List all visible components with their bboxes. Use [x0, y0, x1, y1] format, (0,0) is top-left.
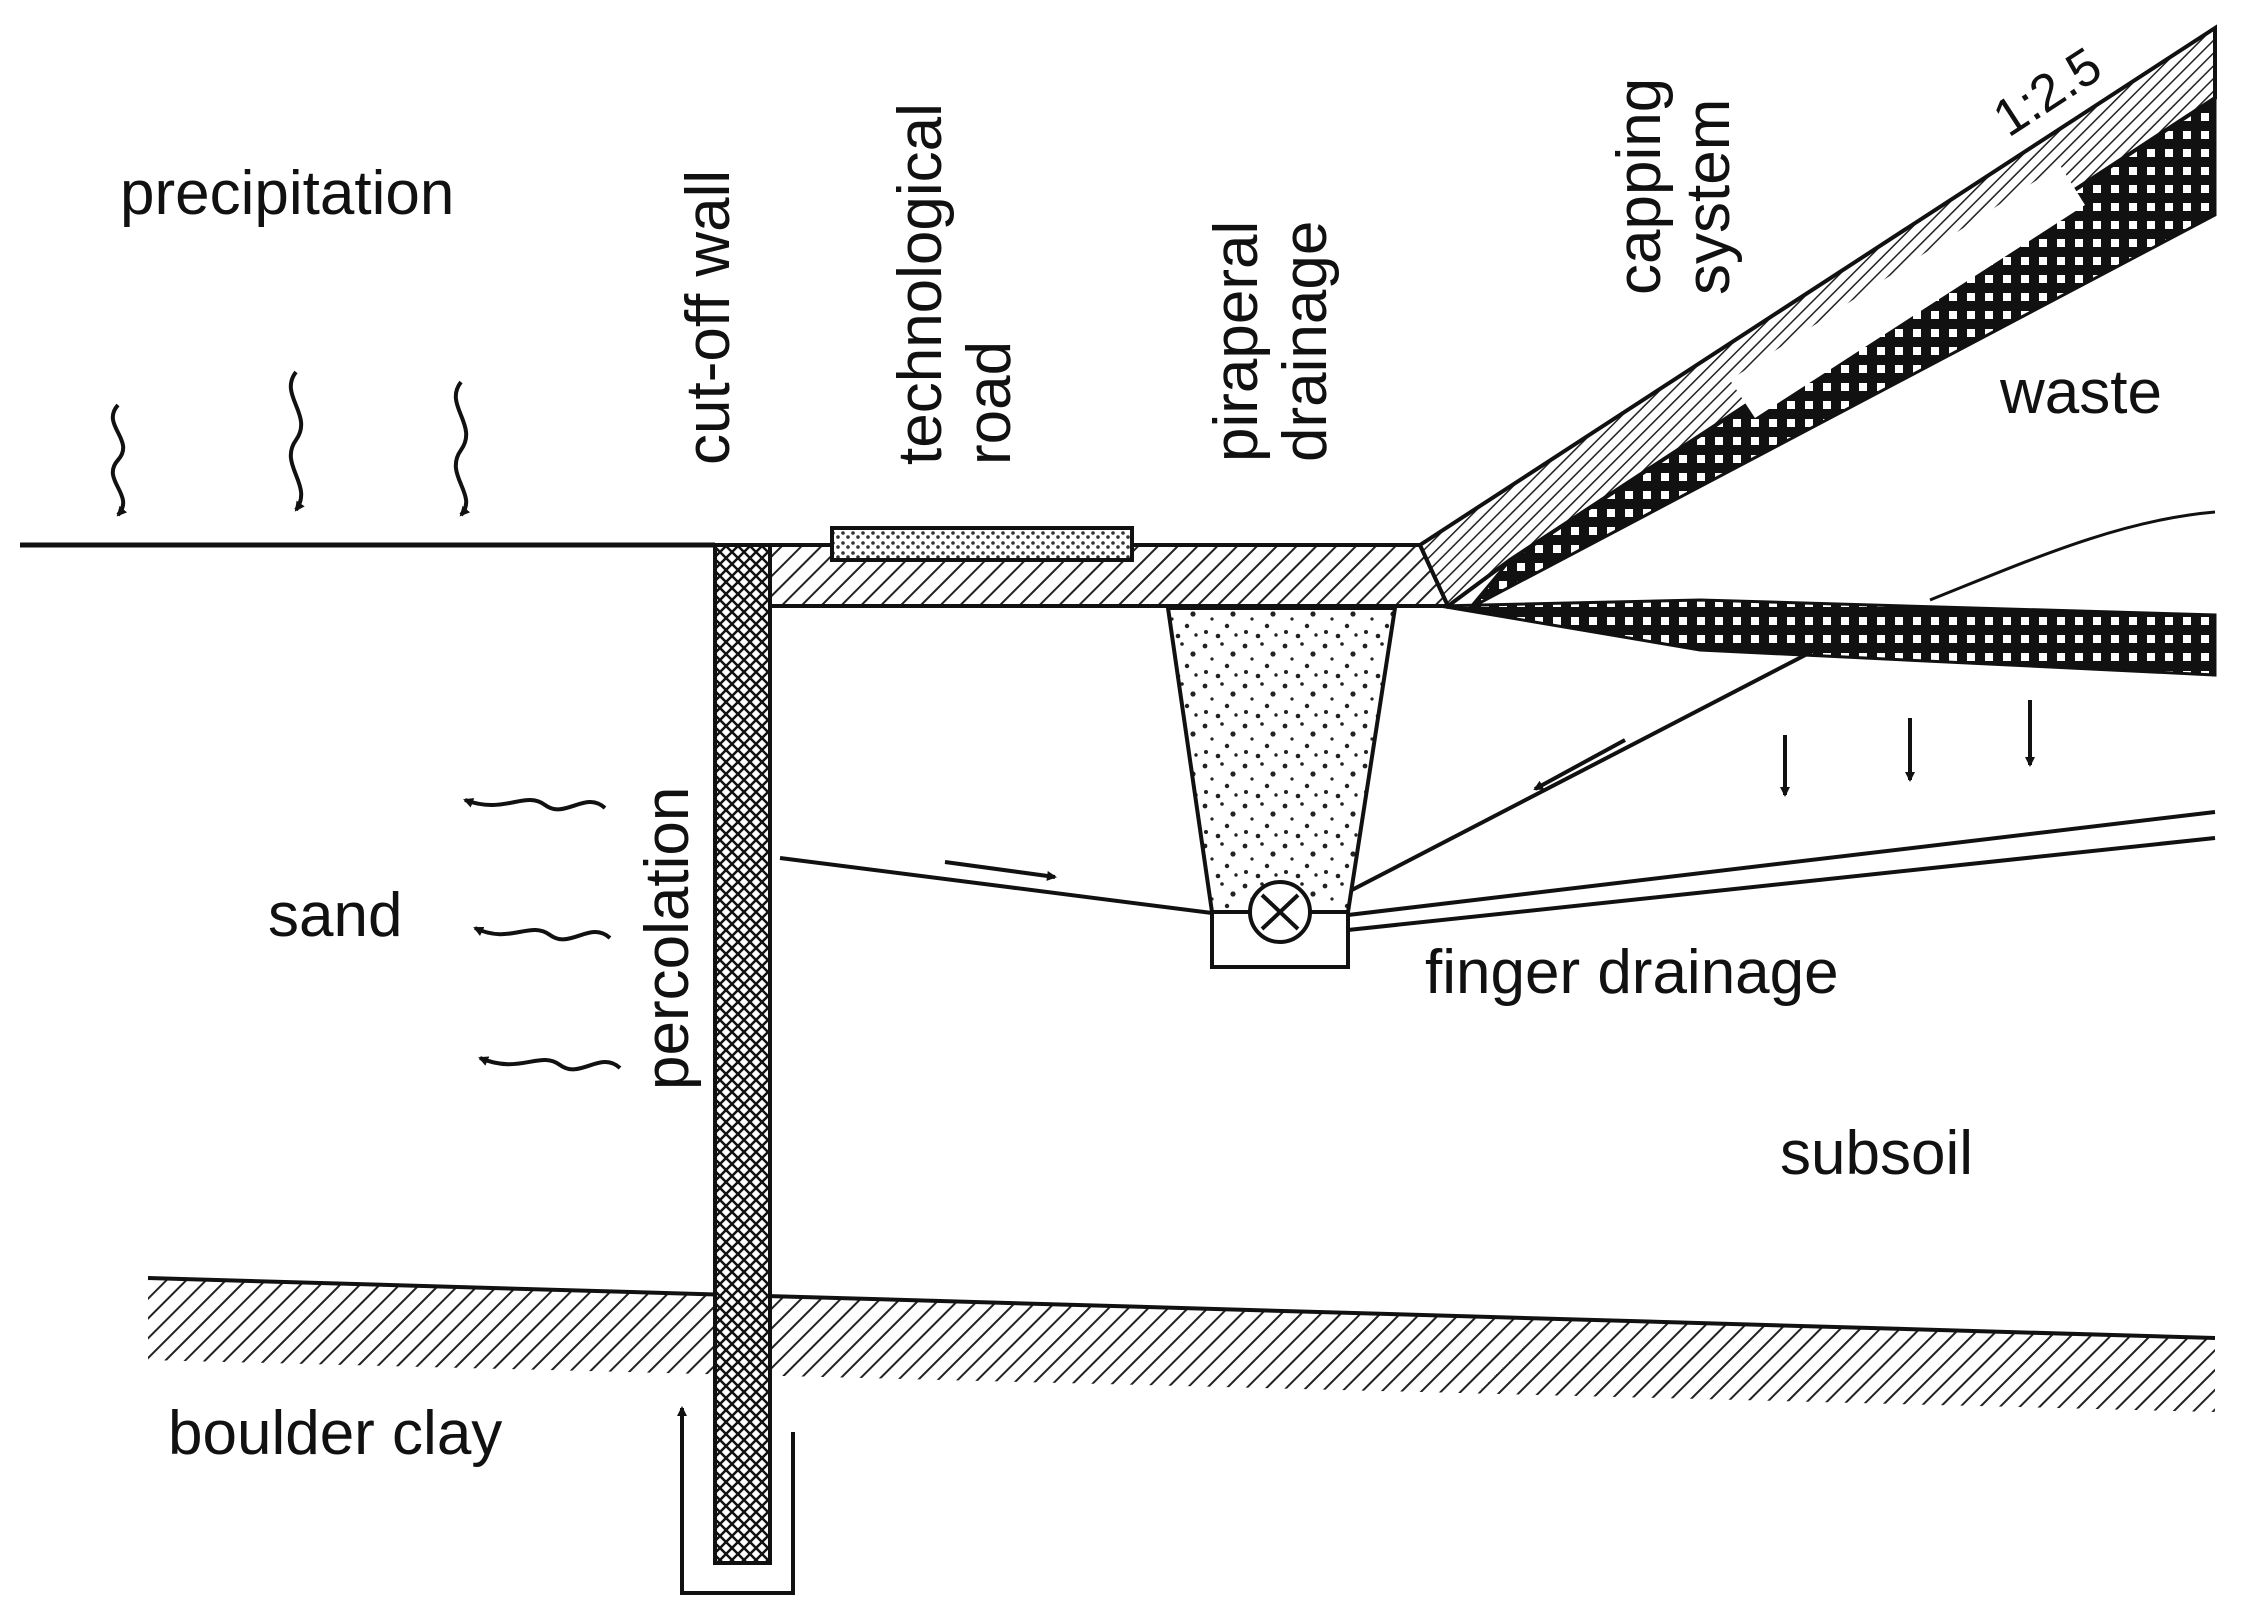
capping-system-layer — [1417, 24, 2217, 610]
boulder-clay-layer — [148, 1278, 2215, 1412]
percolation-label: percolation — [633, 786, 702, 1090]
drainage-lines — [779, 648, 2216, 932]
finger-drainage-label: finger drainage — [1425, 938, 1839, 1007]
subsoil-label: subsoil — [1780, 1119, 1973, 1188]
boulder-clay-label: boulder clay — [168, 1399, 503, 1468]
piraperal-drainage-trench — [1165, 606, 1398, 914]
bypass-seepage-path — [677, 1406, 795, 1595]
waste-label: waste — [2000, 358, 2162, 427]
technological-road — [830, 526, 1134, 562]
waste-settlement-arrows — [1780, 700, 2035, 797]
capping-system-label: capping system — [1605, 77, 1744, 295]
cut-off-wall — [713, 543, 772, 1565]
bottom-liner-layer — [1439, 598, 2217, 677]
sand-label: sand — [268, 881, 403, 950]
technological-road-label: technological road — [886, 103, 1025, 465]
percolation-arrows — [463, 798, 622, 1072]
drainage-pipe — [1248, 880, 1312, 944]
cut-off-wall-label: cut-off wall — [674, 169, 743, 465]
capping-white-band — [1730, 165, 2085, 418]
piraperal-drainage-label: piraperal drainage — [1202, 220, 1341, 462]
precipitation-label: precipitation — [120, 159, 455, 228]
precipitation-arrows — [110, 370, 471, 517]
